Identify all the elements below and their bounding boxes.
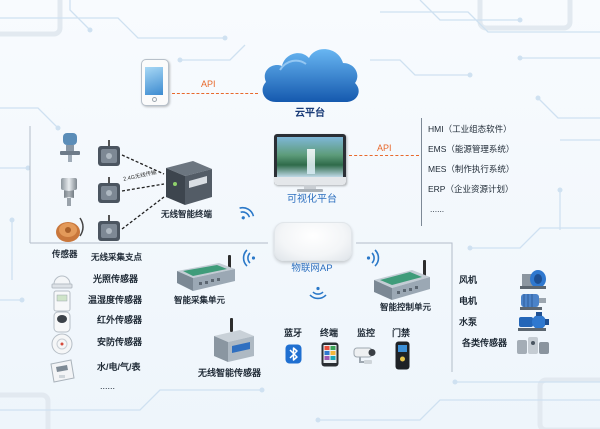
monitor-stand xyxy=(304,185,316,190)
phone-home-button xyxy=(152,97,157,102)
collection-node-icon xyxy=(98,177,120,203)
fan-icon xyxy=(520,270,546,289)
temperature-probe-icon xyxy=(61,178,77,206)
collection-node-icon xyxy=(98,215,120,241)
collection-node-icon xyxy=(98,140,120,166)
smartphone-icon xyxy=(141,59,169,106)
system-item-hmi: HMI（工业组态软件） xyxy=(428,124,512,134)
motor-icon xyxy=(520,294,546,310)
equipment-label-pump: 水泵 xyxy=(459,317,478,327)
peripheral-label-bluetooth: 蓝牙 xyxy=(284,328,303,338)
api-dashed-line-systems xyxy=(349,155,419,156)
wifi-icon xyxy=(366,249,380,267)
wireless-sensor-label: 无线智能传感器 xyxy=(198,368,262,378)
system-item-ems: EMS（能源管理系统） xyxy=(428,144,515,154)
sensor-type-more: ...... xyxy=(100,381,116,391)
api-dashed-line-cloud xyxy=(172,93,258,94)
sensor-type-security: 安防传感器 xyxy=(97,337,143,347)
collection-unit-icon xyxy=(177,255,235,291)
monitor-icon xyxy=(274,134,346,185)
system-item-erp: ERP（企业资源计划） xyxy=(428,184,514,194)
monitor-screen xyxy=(277,137,343,177)
collection-node-label: 无线采集支点 xyxy=(91,252,143,262)
collection-unit-label: 智能采集单元 xyxy=(174,295,226,305)
equipment-label-motor: 电机 xyxy=(459,296,478,306)
wifi-icon xyxy=(239,206,255,220)
pump-icon xyxy=(518,312,549,331)
camera-icon xyxy=(353,347,376,364)
systems-bracket-line xyxy=(421,118,422,226)
sensor-type-infrared: 红外传感器 xyxy=(97,315,143,325)
light-sensor-icon xyxy=(51,275,73,289)
phone-screen xyxy=(145,67,163,95)
humidity-sensor-icon xyxy=(53,290,71,312)
access-point-label: 物联网AP xyxy=(291,263,333,274)
cloud-platform-label: 云平台 xyxy=(295,108,325,119)
wifi-icon xyxy=(242,249,256,267)
visual-platform-label: 可视化平台 xyxy=(287,194,337,205)
sensor-type-meter: 水/电/气/表 xyxy=(97,362,141,372)
api-label-systems: API xyxy=(377,143,392,153)
wireless-sensor-icon xyxy=(214,318,254,362)
terminal-icon xyxy=(321,342,339,367)
peripheral-label-monitoring: 监控 xyxy=(357,328,376,338)
sensor-label: 传感器 xyxy=(52,249,78,259)
control-unit-label: 智能控制单元 xyxy=(380,302,432,312)
monitor-base xyxy=(297,189,323,192)
system-item-more: ...... xyxy=(430,204,445,214)
sensor-type-light: 光照传感器 xyxy=(93,274,139,284)
peripheral-label-door-access: 门禁 xyxy=(392,328,411,338)
meter-icon xyxy=(50,359,75,383)
wireless-terminal-icon xyxy=(166,161,212,205)
monitor-chin xyxy=(274,177,346,185)
peripheral-label-terminal: 终端 xyxy=(320,328,339,338)
equipment-label-fan: 风机 xyxy=(459,275,478,285)
system-item-mes: MES（制作执行系统） xyxy=(428,164,515,174)
cloud-icon xyxy=(262,49,359,102)
smoke-detector-icon xyxy=(51,333,73,355)
infrared-sensor-icon xyxy=(53,311,71,333)
sensor-group-icon xyxy=(517,337,549,354)
control-unit-icon xyxy=(374,260,430,300)
bluetooth-icon xyxy=(285,344,302,364)
api-label-cloud: API xyxy=(201,79,216,89)
door-access-icon xyxy=(395,341,410,370)
pressure-sensor-icon xyxy=(60,133,80,162)
vibration-sensor-icon xyxy=(56,217,84,242)
access-point-icon xyxy=(274,222,352,261)
wireless-terminal-label: 无线智能终端 xyxy=(161,209,213,219)
sensor-type-humidity: 温湿度传感器 xyxy=(88,295,143,305)
equipment-label-sensors: 各类传感器 xyxy=(462,338,508,348)
wifi-icon xyxy=(309,286,327,300)
